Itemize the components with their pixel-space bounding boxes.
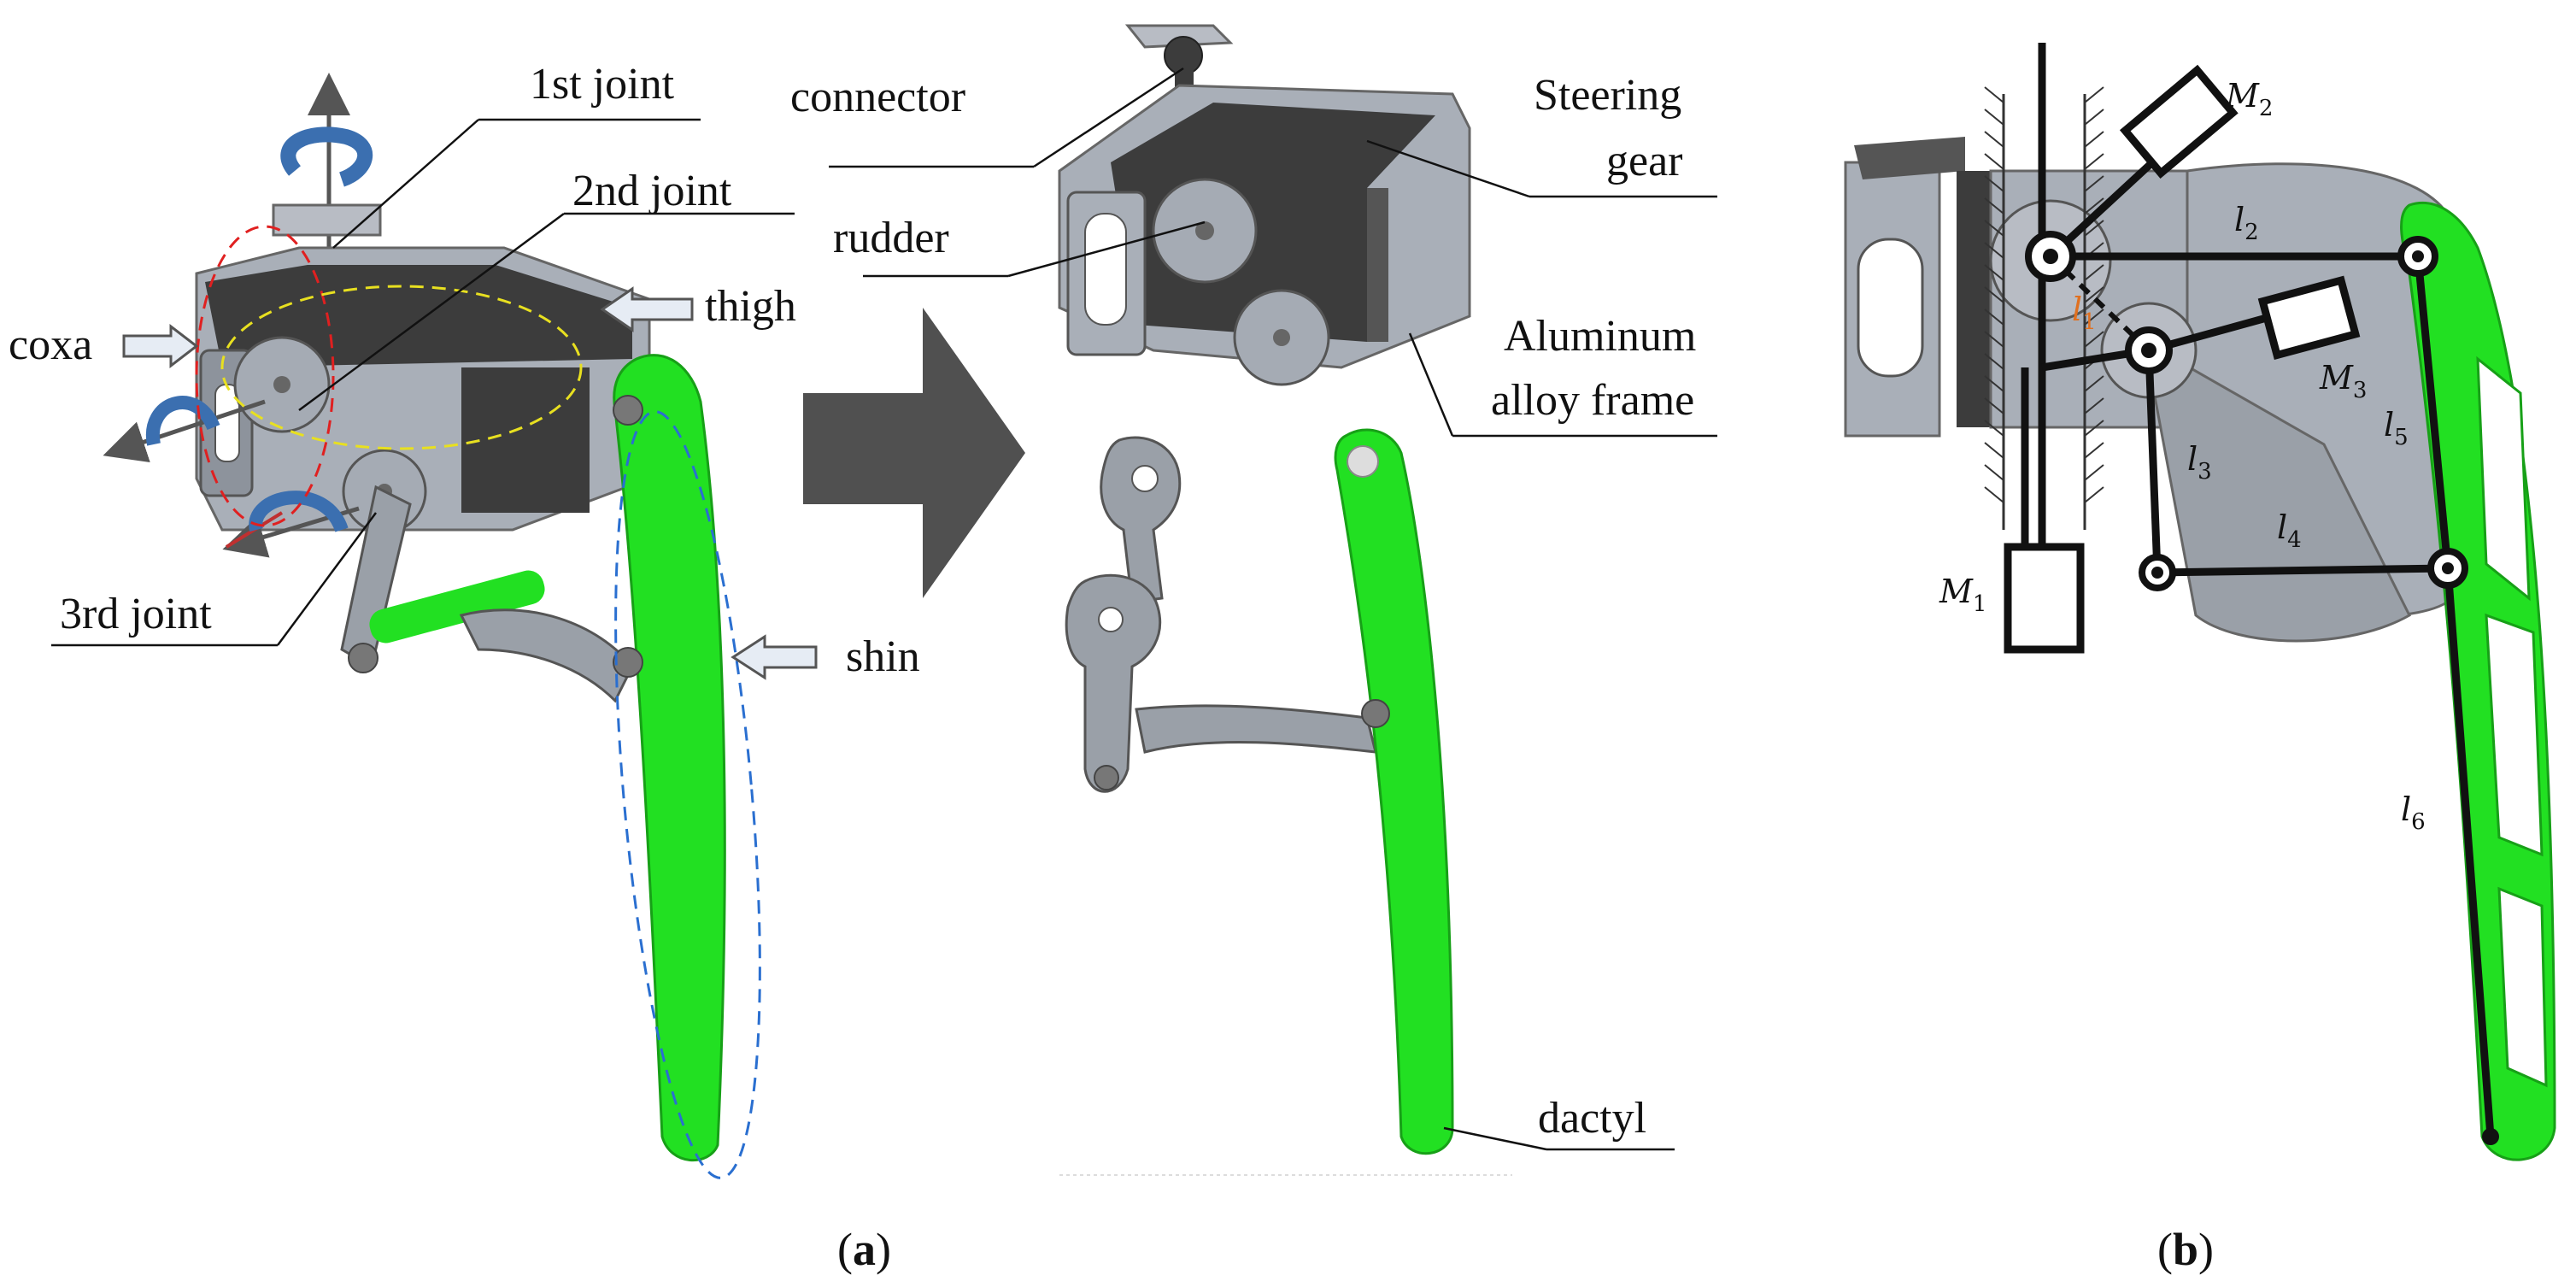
guide-hatch-mark xyxy=(2084,309,2104,326)
transform-arrow-icon xyxy=(803,308,1025,598)
symbol-l1: l1 xyxy=(2072,291,2097,335)
coxa-arrow-icon xyxy=(122,323,199,369)
guide-hatch-mark xyxy=(1984,264,2004,281)
leader-lines-right xyxy=(829,67,1717,1151)
guide-hatch-mark xyxy=(2084,131,2104,148)
guide-hatch-mark xyxy=(1984,420,2004,437)
guide-hatch-mark xyxy=(1984,331,2004,348)
text-labels: 1st joint 2nd joint coxa thigh 3rd joint… xyxy=(9,60,1696,1143)
label-frame-line1: Aluminum xyxy=(1504,312,1696,361)
label-second-joint: 2nd joint xyxy=(572,167,732,215)
label-third-joint: 3rd joint xyxy=(60,590,212,638)
label-connector: connector xyxy=(790,73,965,121)
hollow-arrows xyxy=(122,286,818,680)
guide-hatch-mark xyxy=(1984,442,2004,459)
actuator-M1 xyxy=(2004,543,2085,654)
guide-hatch-mark xyxy=(1984,153,2004,170)
guide-hatch-mark xyxy=(2084,375,2104,392)
exploded-servo xyxy=(1058,24,1471,386)
assembled-leg xyxy=(103,73,761,1179)
guide-hatch-mark xyxy=(2084,286,2104,303)
guide-hatch-mark xyxy=(1984,242,2004,259)
guide-hatch-mark xyxy=(2084,86,2104,103)
symbol-l4: l4 xyxy=(2277,508,2302,553)
symbol-l6: l6 xyxy=(2401,790,2426,835)
label-thigh: thigh xyxy=(705,282,796,331)
guide-hatch-mark xyxy=(2084,486,2104,503)
guide-hatch-mark xyxy=(1984,109,2004,126)
guide-hatch-mark xyxy=(1984,131,2004,148)
label-coxa: coxa xyxy=(9,320,92,369)
symbol-l3: l3 xyxy=(2187,440,2212,485)
guide-hatch-mark xyxy=(2084,153,2104,170)
guide-hatch-mark xyxy=(2084,331,2104,348)
guide-hatch-mark xyxy=(1984,220,2004,237)
coxa-ellipse xyxy=(195,225,335,527)
guide-hatch-mark xyxy=(2084,264,2104,281)
label-frame-line2: alloy frame xyxy=(1491,376,1694,425)
rotation-arrow-icon xyxy=(280,126,373,187)
guide-hatch-mark xyxy=(2084,197,2104,214)
label-dactyl: dactyl xyxy=(1538,1094,1646,1143)
symbol-l2: l2 xyxy=(2234,201,2259,245)
label-steering-gear-line2: gear xyxy=(1606,137,1682,185)
actuator-M3 xyxy=(2257,275,2361,361)
guide-hatch-mark xyxy=(1984,397,2004,414)
exploded-links xyxy=(1065,428,1454,1155)
guide-hatch-mark xyxy=(1984,464,2004,481)
guide-hatch-mark xyxy=(2084,464,2104,481)
symbol-M1: M1 xyxy=(1939,573,1986,617)
guide-hatch-mark xyxy=(1984,86,2004,103)
guide-hatch-mark xyxy=(2084,220,2104,237)
kinematic-diagram xyxy=(1844,43,2556,1161)
panel-captions: (a) (b) xyxy=(837,1224,2214,1275)
thigh-arrow-icon xyxy=(600,286,694,332)
leader-lines-left xyxy=(51,118,795,647)
shin-arrow-icon xyxy=(731,634,818,680)
guide-hatch-mark xyxy=(2084,420,2104,437)
guide-hatch-mark xyxy=(2084,397,2104,414)
guide-hatch-mark xyxy=(1984,375,2004,392)
label-steering-gear-line1: Steering xyxy=(1534,71,1681,120)
symbol-l5: l5 xyxy=(2384,406,2409,450)
label-rudder: rudder xyxy=(833,214,949,262)
guide-hatch-mark xyxy=(1984,309,2004,326)
guide-hatch-mark xyxy=(1984,353,2004,370)
guide-hatch-mark xyxy=(1984,175,2004,192)
kinematic-symbols: M1 M2 M3 l1 l2 l3 l4 l5 l6 xyxy=(1939,77,2426,835)
guide-hatch-mark xyxy=(1984,486,2004,503)
label-shin: shin xyxy=(846,632,920,681)
guide-hatch-mark xyxy=(2084,442,2104,459)
guide-hatch-mark xyxy=(1984,197,2004,214)
symbol-M2: M2 xyxy=(2225,77,2273,121)
symbol-M3: M3 xyxy=(2319,359,2367,403)
shin-ellipse xyxy=(614,410,761,1179)
guide-hatch-mark xyxy=(2084,109,2104,126)
thigh-ellipse xyxy=(220,285,583,450)
caption-a: (a) xyxy=(837,1224,891,1275)
caption-b: (b) xyxy=(2157,1224,2214,1275)
label-first-joint: 1st joint xyxy=(530,60,675,109)
guide-hatch-mark xyxy=(1984,286,2004,303)
actuator-M2 xyxy=(2119,64,2239,179)
guide-hatch-mark xyxy=(2084,175,2104,192)
